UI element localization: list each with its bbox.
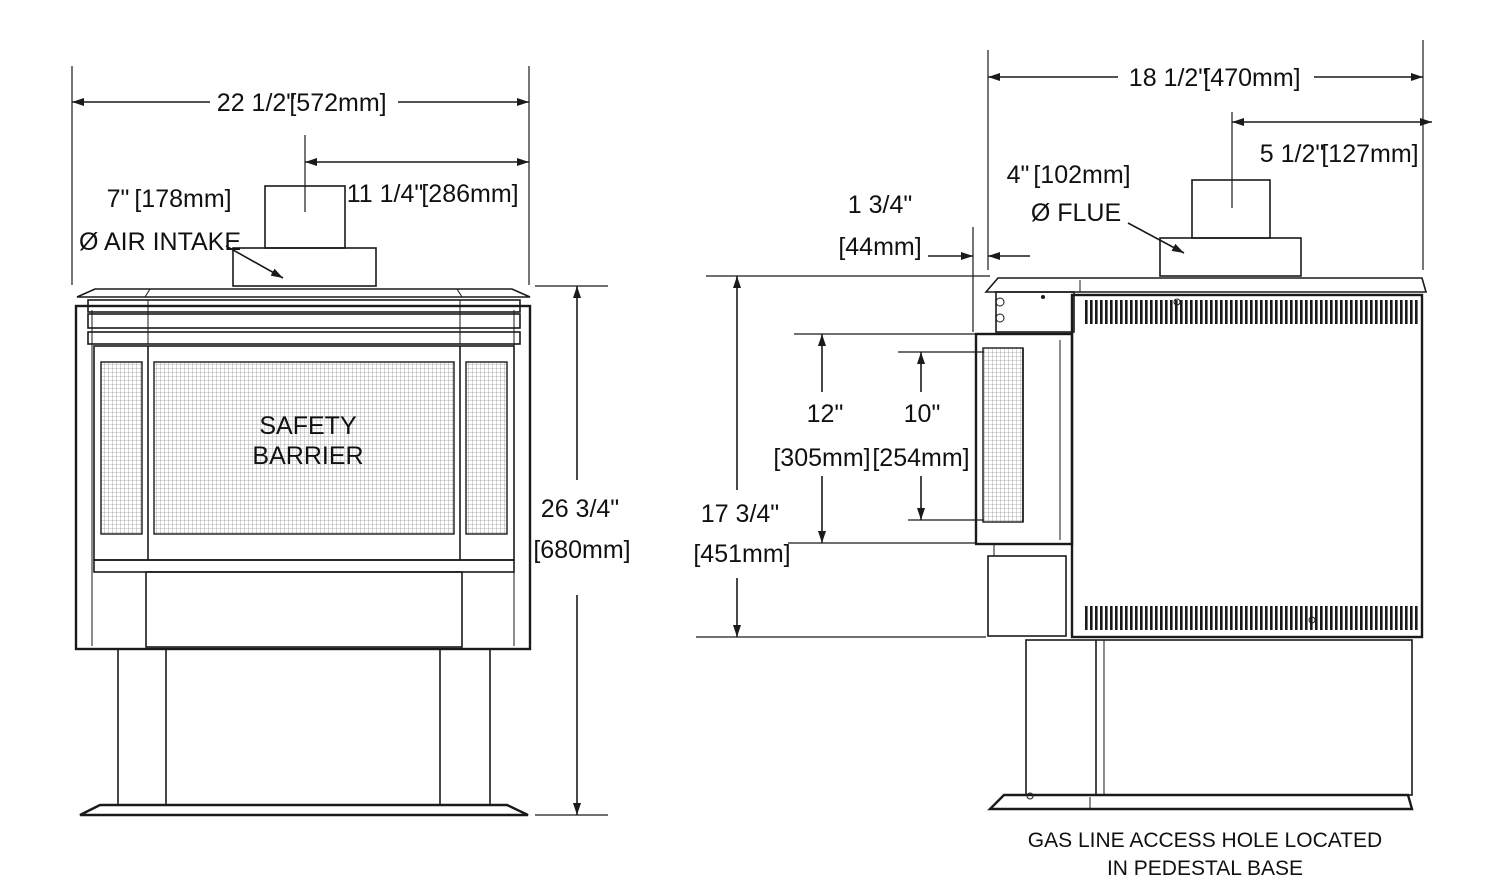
front-pedestal xyxy=(117,648,491,806)
hearth-imperial: 17 3/4" xyxy=(701,500,779,528)
front-center-mesh-panel xyxy=(153,361,455,535)
window-imperial: 12" xyxy=(807,400,844,428)
front-height-metric: [680mm] xyxy=(533,536,630,564)
front-height-imperial: 26 3/4" xyxy=(541,495,619,523)
side-flue-offset-imperial: 5 1/2" xyxy=(1260,140,1324,168)
front-pedestal-foot xyxy=(79,803,529,817)
side-bottom-vents xyxy=(1084,606,1420,630)
projection-imperial: 1 3/4" xyxy=(848,191,912,219)
front-pedestal-inset xyxy=(165,648,441,806)
air-intake-metric: [178mm] xyxy=(134,185,231,213)
front-left-mesh-panel xyxy=(100,361,143,535)
front-lower-louver xyxy=(87,331,521,345)
flue-label: Ø FLUE xyxy=(1031,199,1121,227)
front-air-intake-collar xyxy=(232,247,377,287)
side-pedestal-foot xyxy=(987,793,1414,811)
window-metric: [305mm] xyxy=(773,444,870,472)
side-main-panel xyxy=(1070,293,1424,639)
front-right-mesh-panel xyxy=(465,361,508,535)
side-depth-metric: [470mm] xyxy=(1203,64,1300,92)
side-flue-offset-metric: [127mm] xyxy=(1321,140,1418,168)
projection-metric: [44mm] xyxy=(838,233,921,261)
side-view: 18 1/2" [470mm] 5 1/2" [127mm] 4" [102mm… xyxy=(693,40,1432,880)
side-top-plate xyxy=(984,277,1428,293)
front-base-band xyxy=(93,559,515,573)
side-pedestal xyxy=(1025,639,1413,796)
flue-imperial: 4" xyxy=(1007,161,1030,189)
front-width-imperial: 22 1/2" xyxy=(217,89,295,117)
side-flue-collar xyxy=(1191,179,1271,239)
side-front-louver xyxy=(995,291,1075,333)
side-door-frame xyxy=(974,332,1074,546)
side-door-mesh xyxy=(982,347,1024,523)
flue-metric: [102mm] xyxy=(1033,161,1130,189)
air-intake-imperial: 7" xyxy=(107,185,130,213)
front-view: SAFETY BARRIER 22 1/2" [572mm] 11 1/4" [… xyxy=(71,66,631,817)
safety-barrier-label-line2: BARRIER xyxy=(252,442,363,470)
gas-line-caption-line2: IN PEDESTAL BASE xyxy=(1107,857,1303,880)
front-width-metric: [572mm] xyxy=(289,89,386,117)
glass-imperial: 10" xyxy=(904,400,941,428)
front-lower-panel xyxy=(145,571,463,648)
air-intake-leader xyxy=(225,245,284,279)
side-top-vents xyxy=(1084,300,1420,324)
air-intake-label: Ø AIR INTAKE xyxy=(79,228,241,256)
glass-metric: [254mm] xyxy=(872,444,969,472)
flue-leader xyxy=(1127,222,1185,254)
side-flue-base xyxy=(1159,237,1302,277)
side-lower-box xyxy=(987,555,1067,637)
front-mid-louver xyxy=(87,313,521,329)
hearth-metric: [451mm] xyxy=(693,540,790,568)
side-depth-imperial: 18 1/2" xyxy=(1129,64,1207,92)
front-flue-offset-imperial: 11 1/4" xyxy=(347,180,424,208)
front-top-plate xyxy=(76,288,531,298)
safety-barrier-label-line1: SAFETY xyxy=(259,412,357,440)
front-flue-offset-metric: [286mm] xyxy=(421,180,518,208)
gas-line-caption-line1: GAS LINE ACCESS HOLE LOCATED xyxy=(1028,829,1382,852)
